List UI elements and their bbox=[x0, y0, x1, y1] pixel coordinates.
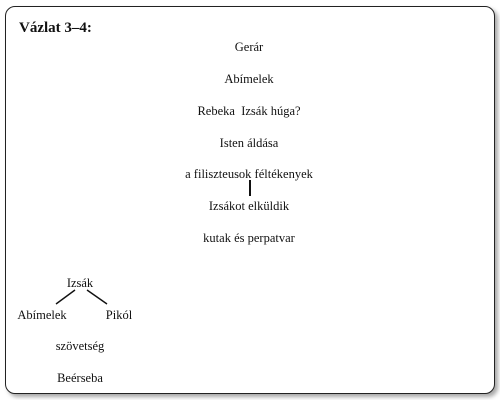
node-kutak-es-perpatvar: kutak és perpatvar bbox=[203, 231, 295, 245]
diagram-title: Vázlat 3–4: bbox=[19, 20, 92, 36]
node-beerseba: Beérseba bbox=[57, 371, 103, 385]
node-rebeka-izsak-huga: Rebeka Izsák húga? bbox=[197, 104, 301, 118]
node-abimelek-left: Abímelek bbox=[17, 308, 67, 322]
node-szovetseg: szövetség bbox=[55, 339, 105, 353]
node-pikol-right: Pikól bbox=[105, 308, 133, 322]
node-izsakot-elkuldik: Izsákot elküldik bbox=[208, 199, 290, 213]
node-isten-aldasa: Isten áldása bbox=[219, 136, 279, 150]
node-izsak-root: Izsák bbox=[66, 276, 94, 290]
diagram-frame bbox=[5, 6, 495, 394]
node-abimelek: Abímelek bbox=[224, 72, 274, 86]
node-filiszteusok-feltekenyek: a filiszteusok féltékenyek bbox=[185, 167, 313, 181]
node-gerar: Gerár bbox=[234, 40, 264, 54]
